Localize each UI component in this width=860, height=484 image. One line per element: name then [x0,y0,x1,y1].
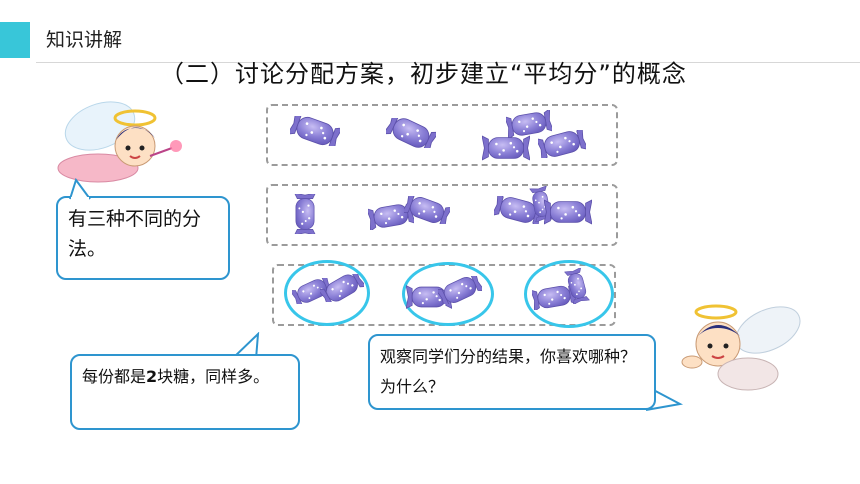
candy-icon [290,116,340,146]
bubble-tail [231,332,260,360]
candy-icon [284,194,326,234]
candy-icon [560,268,594,304]
candy-row-3 [272,260,616,328]
bubble-tail [69,178,91,200]
speech-bubble-methods: 有三种不同的分法。 [56,196,230,280]
candy-row-2 [266,184,618,246]
group-circle [524,260,614,328]
header-accent-bar [0,22,30,58]
candy-icon [538,130,586,158]
candy-icon [438,276,482,304]
bubble-question-text: 观察同学们分的结果，你喜欢哪种？为什么？ [380,347,637,396]
bubble-equal-text: 每份都是2块糖，同样多。 [82,367,270,386]
candy-row-1 [266,104,618,166]
bubble-methods-text: 有三种不同的分法。 [68,208,202,260]
group-circle [402,262,494,326]
header-divider [36,62,860,63]
speech-bubble-question: 观察同学们分的结果，你喜欢哪种？为什么？ [368,334,656,410]
candy-icon [544,198,592,226]
group-circle [284,260,370,326]
fairy-girl-icon [57,101,182,183]
section-label: 知识讲解 [46,29,123,51]
candy-icon [386,118,436,148]
cherub-boy-icon [681,304,801,391]
candy-icon [404,196,450,224]
candy-icon [482,134,530,162]
candy-icon [320,274,364,302]
speech-bubble-equal: 每份都是2块糖，同样多。 [70,354,300,430]
page-title: （二）讨论分配方案，初步建立“平均分”的概念 [160,60,687,88]
